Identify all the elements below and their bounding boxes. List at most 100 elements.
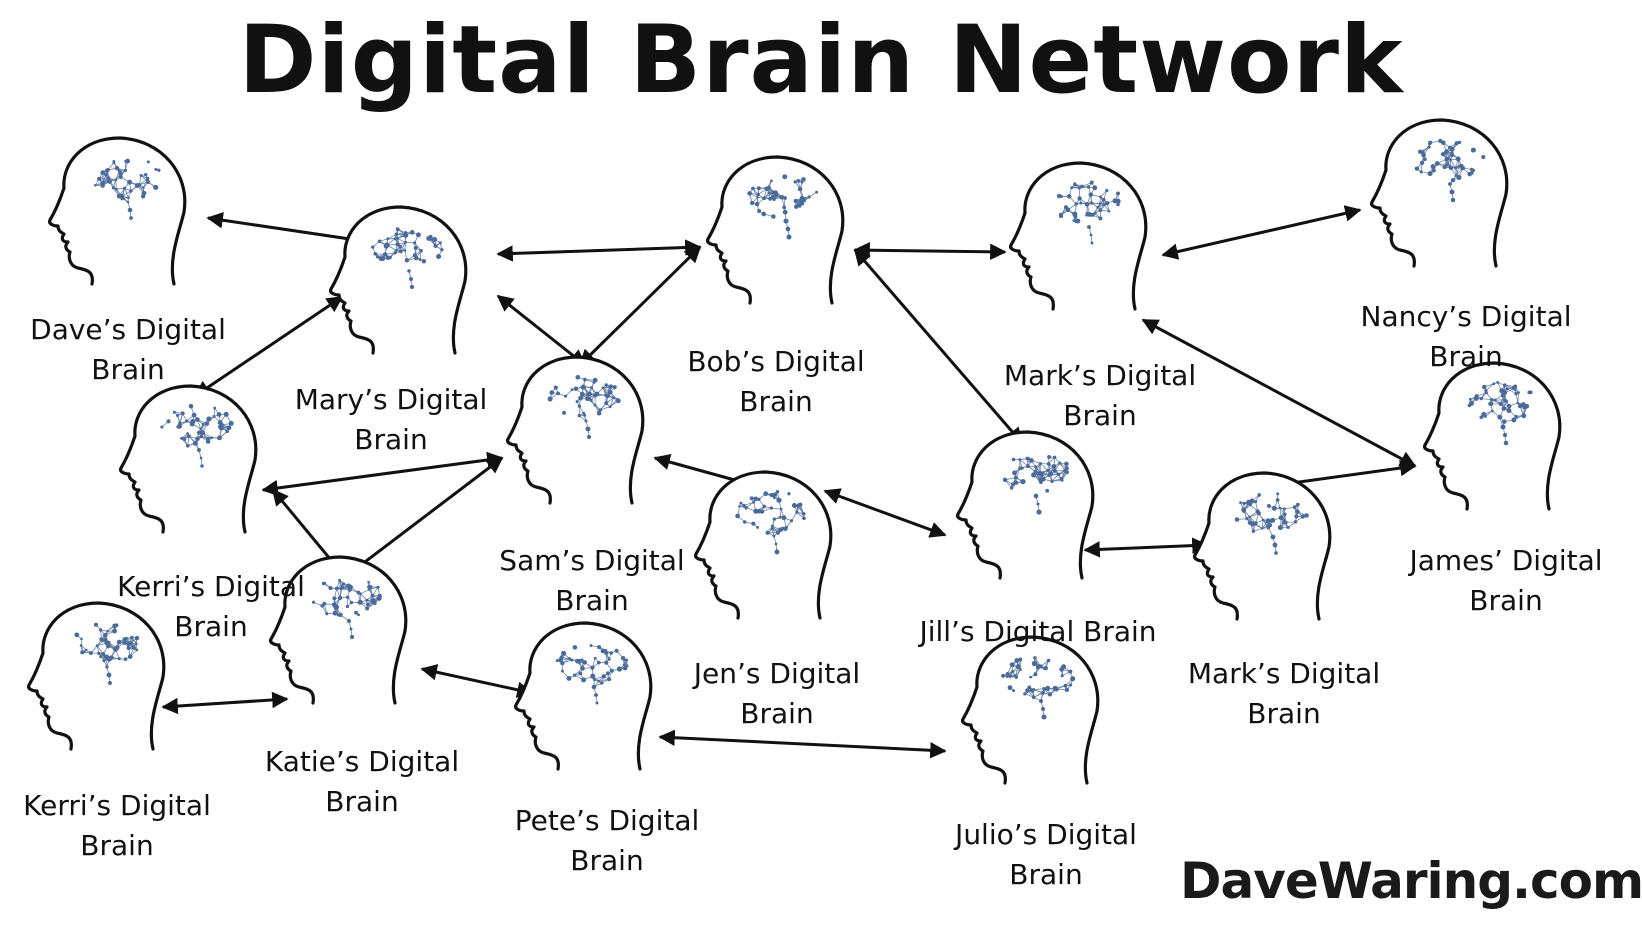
brain-dot	[403, 249, 407, 252]
brain-dot	[176, 423, 182, 429]
brain-dot	[325, 612, 329, 616]
node-label-line2: Brain	[80, 829, 154, 862]
brain-dot	[559, 655, 564, 660]
brain-dot	[97, 651, 101, 655]
brain-dot	[789, 519, 794, 523]
brain-dot	[573, 386, 579, 391]
brain-dot	[95, 644, 99, 648]
brain-dot	[578, 671, 583, 676]
brain-dot	[354, 610, 359, 615]
brain-dot	[1005, 675, 1009, 678]
brain-dot	[367, 584, 372, 589]
brain-dot	[1456, 174, 1462, 181]
brain-dot	[1502, 432, 1508, 438]
brain-dot	[118, 174, 123, 180]
brain-dot	[1450, 153, 1455, 157]
brain-dot	[141, 190, 147, 196]
brain-dot	[1430, 164, 1436, 169]
head-jen	[694, 470, 833, 620]
brain-dot	[1002, 477, 1008, 482]
brain-dot	[157, 168, 161, 172]
brain-dot	[585, 396, 591, 402]
edge-bob-sam	[578, 245, 702, 367]
brain-dot	[1488, 401, 1494, 407]
brain-dot	[1500, 424, 1506, 430]
brain-dot	[1064, 466, 1069, 471]
brain-dot	[1274, 551, 1278, 555]
node-label-line1: Mark’s Digital	[1003, 359, 1197, 392]
brain-dot	[1502, 419, 1507, 424]
brain-dot	[370, 593, 375, 598]
brain-dot	[575, 658, 580, 664]
node-label-line2: Brain	[1063, 399, 1137, 432]
brain-dot	[762, 504, 767, 509]
brain-dot	[771, 190, 775, 195]
brain-dot	[332, 596, 337, 601]
brain-dot	[1052, 455, 1057, 460]
brain-dot	[376, 595, 382, 601]
brain-dot	[395, 242, 400, 247]
brain-dot	[597, 679, 601, 683]
brain-dot	[1088, 192, 1094, 197]
brain-dot	[409, 230, 415, 235]
head-jill	[956, 430, 1095, 580]
head-kerri2	[27, 601, 166, 751]
brain-dot	[1061, 664, 1067, 670]
brain-dot	[388, 255, 392, 260]
brain-dot	[800, 201, 804, 206]
brain-dot	[106, 629, 109, 633]
brain-dot	[1492, 382, 1496, 386]
edge-mary-sam	[496, 294, 587, 367]
brain-dot	[547, 396, 553, 402]
brain-dot	[1505, 387, 1509, 391]
brain-dot	[1008, 674, 1012, 678]
brain-dot	[1036, 509, 1042, 515]
brain-link	[600, 406, 611, 411]
brain-dot	[560, 669, 564, 673]
brain-dot	[84, 648, 88, 652]
brain-dot	[1068, 669, 1073, 674]
brain-dot	[1001, 673, 1006, 678]
brain-dot	[1054, 687, 1059, 692]
brain-dot	[564, 394, 568, 398]
brain-dot	[1099, 195, 1102, 199]
brain-dot	[1105, 188, 1109, 193]
brain-dot	[774, 549, 780, 555]
brain-dot	[349, 634, 355, 640]
brain-dot	[370, 597, 376, 603]
brain-dot	[575, 374, 581, 380]
brain-dot	[97, 176, 102, 181]
brain-dot	[1020, 466, 1024, 470]
head-bob	[706, 155, 845, 305]
brain-dot	[428, 235, 433, 241]
brain-dot	[739, 501, 743, 505]
brain-dot	[581, 677, 587, 683]
brain-dot	[783, 196, 787, 200]
head-sam	[506, 355, 645, 505]
brain-dot	[1270, 517, 1276, 523]
brain-dot	[735, 513, 740, 519]
brain-dot	[1276, 492, 1280, 496]
brain-dot	[572, 673, 577, 677]
brain-dot	[1042, 687, 1046, 691]
brain-dot	[111, 186, 115, 190]
brain-dot	[578, 395, 583, 401]
brain-dot	[106, 640, 111, 646]
brain-dot	[1497, 414, 1503, 420]
brain-dot	[394, 249, 398, 252]
brain-dot	[328, 586, 333, 591]
brain-dot	[1278, 515, 1284, 521]
brain-dot	[1005, 672, 1009, 676]
brain-dot	[1234, 517, 1240, 522]
brain-dot	[413, 241, 417, 245]
brain-dot	[1041, 707, 1045, 711]
node-label-line2: Brain	[740, 697, 814, 730]
brain-dot	[375, 255, 380, 259]
brain-dot	[1242, 501, 1246, 505]
brain-dot	[1300, 514, 1305, 519]
brain-dot	[599, 681, 604, 685]
brain-dot	[751, 521, 756, 526]
brain-dot	[1098, 202, 1102, 206]
